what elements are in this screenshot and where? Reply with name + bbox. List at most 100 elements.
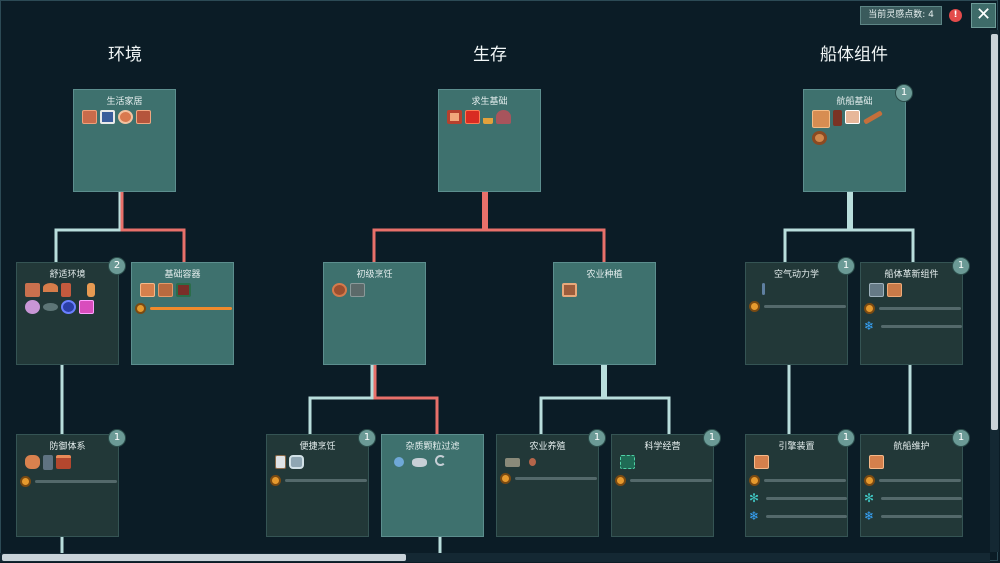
progress-track xyxy=(881,514,962,518)
pot-icon xyxy=(332,283,347,297)
link-cooking-convenient xyxy=(308,364,374,434)
progress-track xyxy=(35,479,117,483)
inspiration-token-icon xyxy=(749,474,760,486)
tech-node-hull-innovation[interactable]: 船体革新组件 ❄ 1 xyxy=(860,257,970,365)
tech-node-farming[interactable]: 农业种植 xyxy=(553,262,656,365)
snowflake-icon: ❄ xyxy=(864,318,875,333)
progress-track xyxy=(764,304,846,308)
sail-icon xyxy=(845,110,860,124)
link-ship-aero-innovation xyxy=(783,228,915,262)
tech-badge: 1 xyxy=(952,429,970,447)
vertical-scrollbar[interactable] xyxy=(990,30,999,552)
tech-badge: 1 xyxy=(108,429,126,447)
inspiration-token-icon xyxy=(20,475,31,487)
tech-node-aerodynamics[interactable]: 空气动力学 1 xyxy=(745,257,855,365)
link-living-container xyxy=(120,192,186,262)
tech-node-basic-containers[interactable]: 基础容器 xyxy=(131,262,234,365)
hull-icon xyxy=(887,283,902,297)
tech-node-living[interactable]: 生活家居 xyxy=(73,89,176,192)
progress-track xyxy=(881,324,962,328)
vertical-scrollbar-thumb[interactable] xyxy=(991,34,998,430)
chest-icon xyxy=(140,283,155,297)
inspiration-token-icon xyxy=(749,300,760,312)
link-cooking-filter xyxy=(373,364,439,434)
requirement-row xyxy=(615,473,713,487)
tech-badge: 1 xyxy=(588,429,606,447)
column-title-environment: 环境 xyxy=(108,45,142,65)
tech-node-defense[interactable]: 防御体系 1 xyxy=(16,429,126,537)
tech-badge: 1 xyxy=(703,429,721,447)
snowflake-icon: ❄ xyxy=(864,508,875,523)
tech-node-basic-cooking[interactable]: 初级烹饪 xyxy=(323,262,426,365)
tech-node-comfort[interactable]: 舒适环境 2 xyxy=(16,257,126,365)
filter-icon xyxy=(394,457,404,467)
campfire-icon xyxy=(496,110,511,124)
toolbox-icon xyxy=(869,455,884,469)
requirement-row xyxy=(749,299,847,313)
inspiration-token-icon xyxy=(864,302,875,314)
bowl-icon xyxy=(43,303,58,311)
easel-icon xyxy=(136,110,151,124)
target-icon xyxy=(61,300,76,314)
progress-track xyxy=(285,478,367,482)
cabinet-icon xyxy=(176,283,191,297)
tech-badge: 1 xyxy=(952,257,970,275)
tech-node-convenient-cooking[interactable]: 便捷烹饪 1 xyxy=(266,429,376,537)
tech-node-ship-maintenance[interactable]: 航船维护 ✻ ❄ 1 xyxy=(860,429,970,537)
ration-icon xyxy=(465,110,480,124)
progress-track xyxy=(766,514,847,518)
tech-node-livestock[interactable]: 农业养殖 1 xyxy=(496,429,606,537)
requirement-row xyxy=(864,301,962,315)
tech-badge: 1 xyxy=(358,429,376,447)
tech-badge: 1 xyxy=(837,257,855,275)
horizontal-scrollbar[interactable] xyxy=(0,553,990,562)
requirement-row xyxy=(749,473,847,487)
oar-icon xyxy=(863,110,883,125)
panel-icon xyxy=(869,283,884,297)
requirement-row xyxy=(135,301,233,315)
tech-node-scientific-management[interactable]: 科学经营 1 xyxy=(611,429,721,537)
horizontal-scrollbar-thumb[interactable] xyxy=(2,554,406,561)
shield-icon xyxy=(43,455,53,470)
feeder-icon xyxy=(529,458,536,466)
turret-icon xyxy=(56,455,71,469)
barricade-icon xyxy=(25,455,40,469)
planter-icon xyxy=(562,283,577,297)
tech-node-survival-basics[interactable]: 求生基础 xyxy=(438,89,541,192)
column-title-survival: 生存 xyxy=(473,45,507,65)
progress-fill xyxy=(150,306,232,310)
tech-node-engine[interactable]: 引擎装置 ✻ ❄ 1 xyxy=(745,429,855,537)
fridge-icon xyxy=(100,110,115,124)
plank-icon xyxy=(812,110,830,128)
inspiration-token-icon xyxy=(615,474,626,486)
progress-track xyxy=(150,306,232,310)
requirement-row: ✻ xyxy=(749,491,847,505)
rug-icon xyxy=(118,110,133,124)
inspiration-token-icon xyxy=(500,472,511,484)
bed-icon xyxy=(82,110,97,124)
close-button[interactable]: ✕ xyxy=(971,3,996,28)
engine-icon xyxy=(754,455,769,469)
progress-track xyxy=(766,496,847,500)
progress-track xyxy=(879,478,961,482)
progress-track xyxy=(764,478,846,482)
torch-icon xyxy=(483,110,493,124)
bottle-icon xyxy=(87,283,95,297)
seedbed-icon xyxy=(620,455,635,469)
alert-icon[interactable]: ! xyxy=(949,9,962,22)
tech-badge: 1 xyxy=(837,429,855,447)
tech-node-impurity-filter[interactable]: 杂质颗粒过滤 xyxy=(381,434,484,537)
trough-icon xyxy=(505,458,520,467)
grinder-icon xyxy=(275,455,286,469)
progress-track xyxy=(630,478,712,482)
crate-icon xyxy=(158,283,173,297)
stove-icon xyxy=(350,283,365,297)
tech-node-ship-basics[interactable]: 航船基础 1 xyxy=(803,84,913,192)
fern-icon: ✻ xyxy=(864,490,875,505)
snowflake-icon: ❄ xyxy=(749,508,760,523)
progress-track xyxy=(881,496,962,500)
requirement-row: ❄ xyxy=(749,509,847,523)
requirement-row xyxy=(864,473,962,487)
plant-icon xyxy=(25,300,40,314)
